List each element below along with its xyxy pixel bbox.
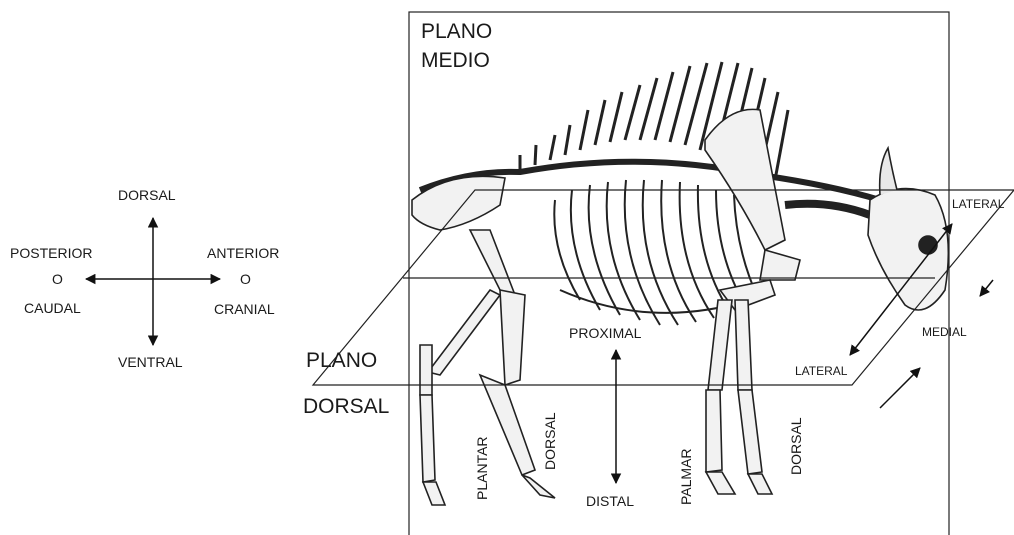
dorsal-plane-label-1: PLANO: [306, 350, 377, 371]
median-plane-label-1: PLANO: [421, 21, 492, 42]
fore-leg: [706, 250, 800, 494]
median-plane-label-2: MEDIO: [421, 50, 490, 71]
proximal-label: PROXIMAL: [569, 326, 641, 340]
bison-skeleton: [412, 62, 948, 505]
compass-caudal-label: CAUDAL: [24, 301, 81, 315]
lateral-bottom-label: LATERAL: [795, 365, 847, 377]
compass-anterior-o: O: [240, 272, 251, 286]
dorsal-plane-label-2: DORSAL: [303, 396, 389, 417]
medial-label: MEDIAL: [922, 326, 967, 338]
medial-arrow-lower: [880, 368, 920, 408]
hind-dorsal-label: DORSAL: [543, 412, 557, 470]
compass-anterior-label: ANTERIOR: [207, 246, 279, 260]
compass-cranial-label: CRANIAL: [214, 302, 275, 316]
compass-ventral-label: VENTRAL: [118, 355, 183, 369]
plantar-label: PLANTAR: [475, 436, 489, 500]
fore-dorsal-label: DORSAL: [789, 417, 803, 475]
compass-dorsal-label: DORSAL: [118, 188, 176, 202]
lateral-top-label: LATERAL: [952, 198, 1004, 210]
palmar-label: PALMAR: [679, 448, 693, 505]
compass-posterior-o: O: [52, 272, 63, 286]
direction-compass: [86, 218, 220, 345]
compass-posterior-label: POSTERIOR: [10, 246, 92, 260]
distal-label: DISTAL: [586, 494, 634, 508]
medial-arrow-upper: [980, 280, 993, 296]
